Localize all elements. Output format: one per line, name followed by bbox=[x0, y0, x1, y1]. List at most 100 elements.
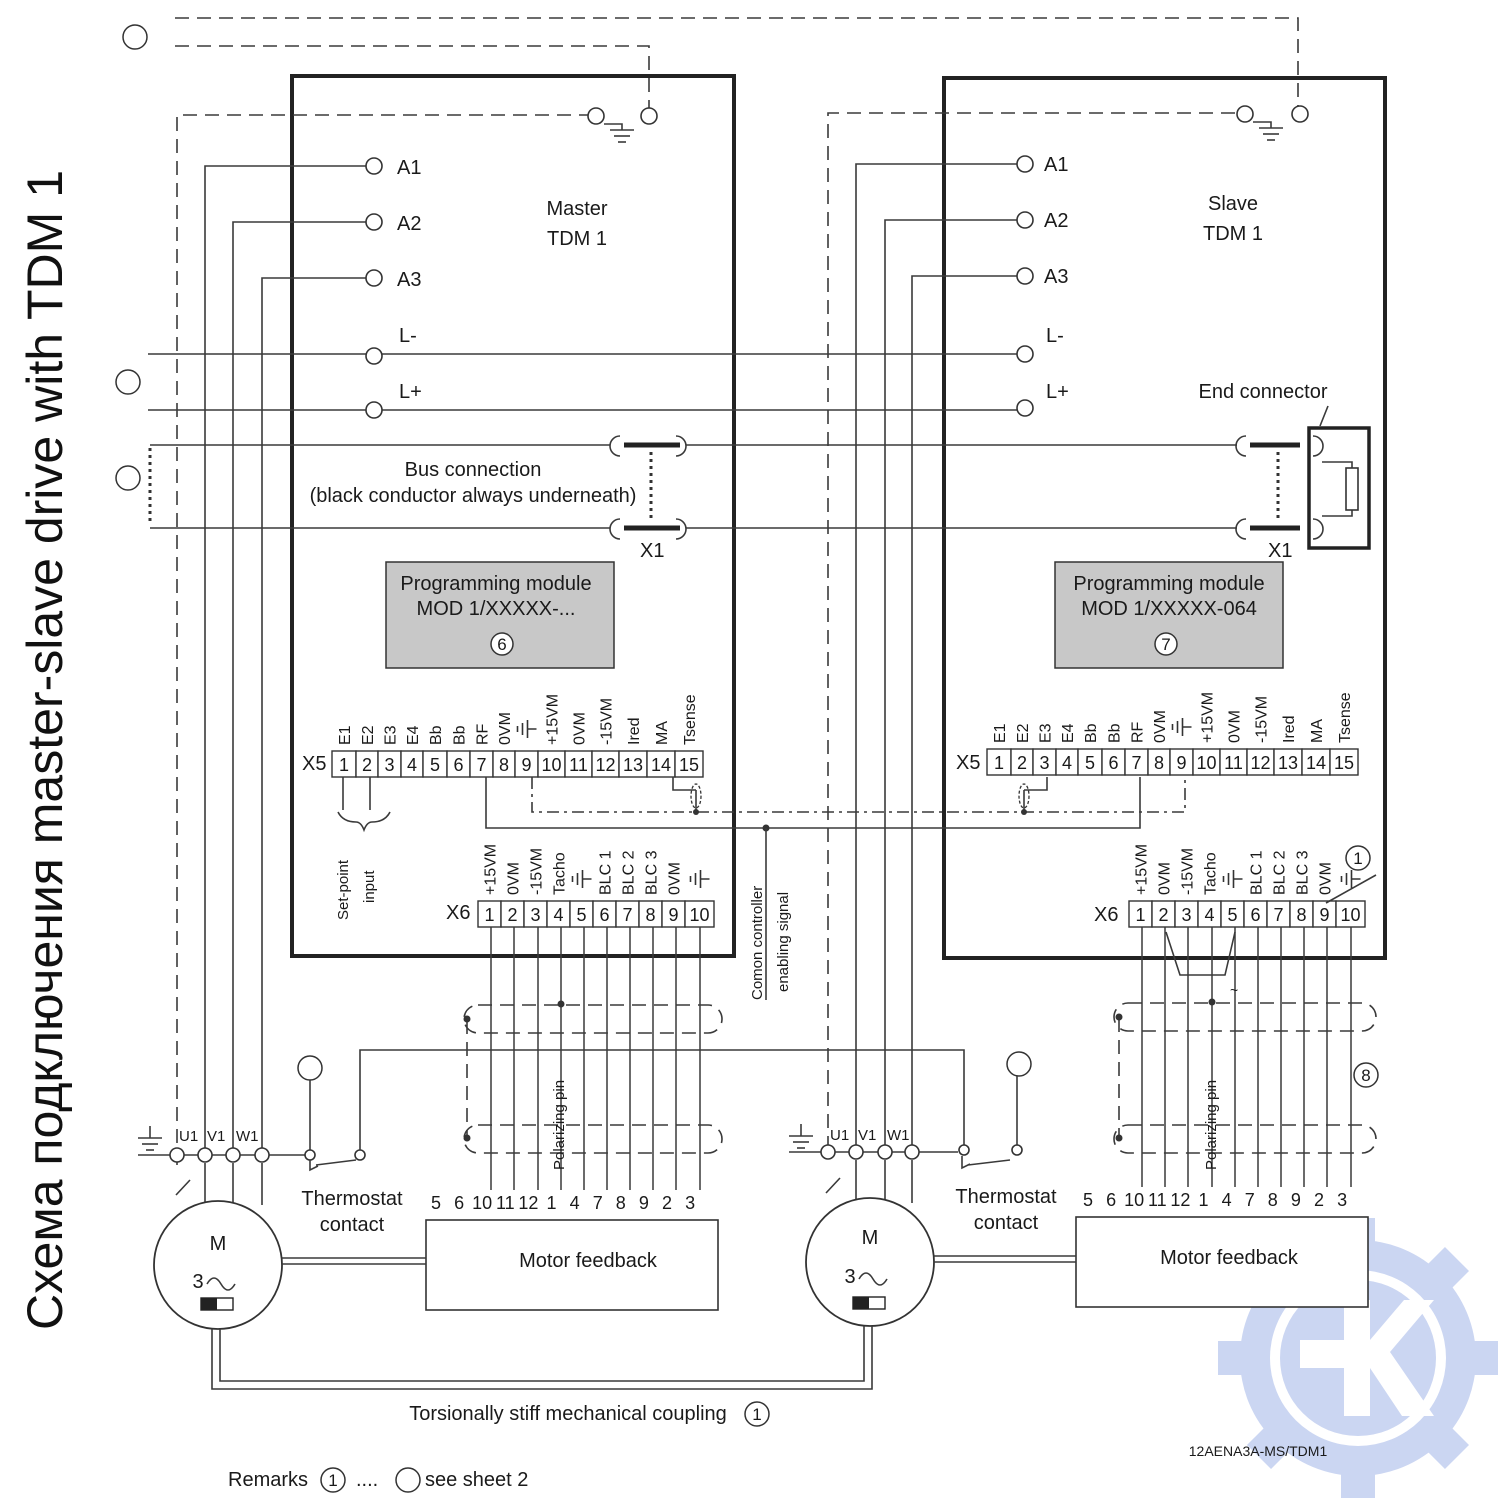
master-x6-pin-cell bbox=[684, 900, 715, 928]
slave-x6-pin-number: 10 bbox=[1340, 905, 1360, 925]
master-x5-pin-cell bbox=[564, 750, 593, 778]
master-motor bbox=[153, 1200, 283, 1330]
ground-icon bbox=[1340, 870, 1361, 888]
feedback-pin-number: 2 bbox=[662, 1193, 672, 1213]
master-x6-pin-number: 2 bbox=[507, 905, 517, 925]
feedback-pin-number: 8 bbox=[1268, 1190, 1278, 1210]
slave-x5-pin-cell bbox=[1301, 748, 1331, 776]
master-v1-label: V1 bbox=[207, 1128, 225, 1145]
master-x6-signal-label: +15VM bbox=[483, 844, 500, 895]
slave-x5-pin-number: 12 bbox=[1250, 753, 1270, 773]
ground-icon bbox=[138, 1126, 162, 1151]
ref-5-circle bbox=[122, 24, 148, 50]
master-x6-pin-number: 9 bbox=[668, 905, 678, 925]
master-x6-pin-number: 10 bbox=[689, 905, 709, 925]
master-x5-pin-number: 9 bbox=[521, 755, 531, 775]
master-x6-signal-label: 0VM bbox=[506, 862, 523, 895]
feedback-pin-number: 4 bbox=[1222, 1190, 1232, 1210]
slave-x5-pin-number: 8 bbox=[1154, 753, 1164, 773]
master-x5-signal-label: RF bbox=[475, 723, 492, 745]
master-feedback-cable bbox=[490, 927, 701, 1190]
slave-x5-pin-number: 11 bbox=[1224, 753, 1243, 773]
master-a3-label: A3 bbox=[397, 269, 421, 291]
slave-x5-pin-number: 13 bbox=[1278, 753, 1298, 773]
slave-x5-pin-number: 4 bbox=[1062, 753, 1072, 773]
slave-x5-pin-cell bbox=[1273, 748, 1303, 776]
master-x1-label: X1 bbox=[640, 540, 664, 562]
slave-box bbox=[942, 76, 1387, 960]
ground-icon bbox=[571, 870, 592, 888]
master-box bbox=[290, 74, 736, 958]
slave-x5-signal-label: E2 bbox=[1015, 723, 1032, 743]
master-x5-pin-cell bbox=[331, 750, 357, 778]
master-u1-label: U1 bbox=[179, 1128, 198, 1145]
master-w1-label: W1 bbox=[236, 1128, 259, 1145]
master-motor-letter: M bbox=[210, 1233, 227, 1255]
slave-w1-label: W1 bbox=[887, 1127, 910, 1144]
master-x5-signal-label: E1 bbox=[337, 725, 354, 745]
feedback-pin-number: 8 bbox=[616, 1193, 626, 1213]
master-x5-pin-cell bbox=[422, 750, 448, 778]
master-x5-signal-label: Tsense bbox=[682, 694, 699, 745]
ref-1-slave-circle bbox=[1345, 845, 1371, 871]
slave-module-line1: Programming module bbox=[1073, 573, 1264, 595]
slave-x6-pin-number: 7 bbox=[1273, 905, 1283, 925]
master-a1-label: A1 bbox=[397, 157, 421, 179]
feedback-pin-number: 1 bbox=[546, 1193, 556, 1213]
master-x5-pin-number: 6 bbox=[453, 755, 463, 775]
slave-x5-pin-cell bbox=[1329, 748, 1359, 776]
ref-8-circle bbox=[1353, 1062, 1379, 1088]
master-module-line1: Programming module bbox=[400, 573, 591, 595]
ref-3-circle bbox=[115, 369, 141, 395]
slave-x5-pin-number: 14 bbox=[1306, 753, 1326, 773]
slave-x6-label: X6 bbox=[1094, 904, 1118, 926]
slave-lminus-label: L- bbox=[1046, 325, 1064, 347]
master-x5-pin-number: 15 bbox=[679, 755, 699, 775]
master-x5-pin-cell bbox=[618, 750, 648, 778]
slave-x5-signal-label: Ired bbox=[1281, 715, 1298, 743]
feedback-pin-number: 3 bbox=[685, 1193, 695, 1213]
remarks-ref-circle bbox=[320, 1467, 346, 1493]
slave-x5-signal-label: 0VM bbox=[1227, 710, 1244, 743]
slave-x5-signal-label: Tsense bbox=[1337, 692, 1354, 743]
ground-icon bbox=[1171, 718, 1192, 736]
ground-icon bbox=[516, 720, 537, 738]
master-x5-signal-label: Bb bbox=[428, 725, 445, 745]
slave-model: TDM 1 bbox=[1203, 223, 1263, 245]
bus-connection-line2: (black conductor always underneath) bbox=[310, 485, 637, 507]
master-x5-pin-number: 13 bbox=[623, 755, 643, 775]
master-x5-signal-label: +15VM bbox=[545, 694, 562, 745]
slave-v1-label: V1 bbox=[858, 1127, 876, 1144]
master-x6-signal-label: BLC 1 bbox=[598, 850, 615, 895]
coupling-ref: 1 bbox=[752, 1405, 761, 1424]
setpoint-label-line1: Set-point bbox=[335, 859, 352, 920]
ref-6-circle bbox=[490, 632, 514, 656]
slave-x5-label: X5 bbox=[956, 752, 980, 774]
master-x5-signal-label: E4 bbox=[405, 725, 422, 745]
master-x5-signal-label: 0VM bbox=[497, 712, 514, 745]
slave-x5-signal-label: -15VM bbox=[1254, 696, 1271, 743]
slave-x5-pin-number: 6 bbox=[1108, 753, 1118, 773]
feedback-pin-number: 6 bbox=[1106, 1190, 1116, 1210]
slave-thermostat-line2: contact bbox=[974, 1212, 1039, 1234]
slave-x5-signal-label: +15VM bbox=[1200, 692, 1217, 743]
feedback-pin-number: 10 bbox=[1124, 1190, 1144, 1210]
feedback-pin-number: 12 bbox=[1170, 1190, 1190, 1210]
feedback-pin-number: 11 bbox=[1148, 1190, 1167, 1210]
slave-x6-pin-number: 6 bbox=[1250, 905, 1260, 925]
slave-feedback-cable bbox=[1141, 927, 1352, 1187]
slave-x5-pin-number: 1 bbox=[994, 753, 1004, 773]
master-x5-signal-label: E3 bbox=[383, 725, 400, 745]
slave-x5-pin-number: 10 bbox=[1196, 753, 1216, 773]
ground-icon bbox=[689, 870, 710, 888]
slave-x6-signal-label: Tacho bbox=[1203, 852, 1220, 895]
slave-x6-pin-number: 5 bbox=[1227, 905, 1237, 925]
master-x6-label: X6 bbox=[446, 902, 470, 924]
setpoint-label-line2: input bbox=[361, 870, 378, 903]
master-x5-pin-number: 12 bbox=[595, 755, 615, 775]
remarks-blank-circle bbox=[395, 1467, 421, 1493]
